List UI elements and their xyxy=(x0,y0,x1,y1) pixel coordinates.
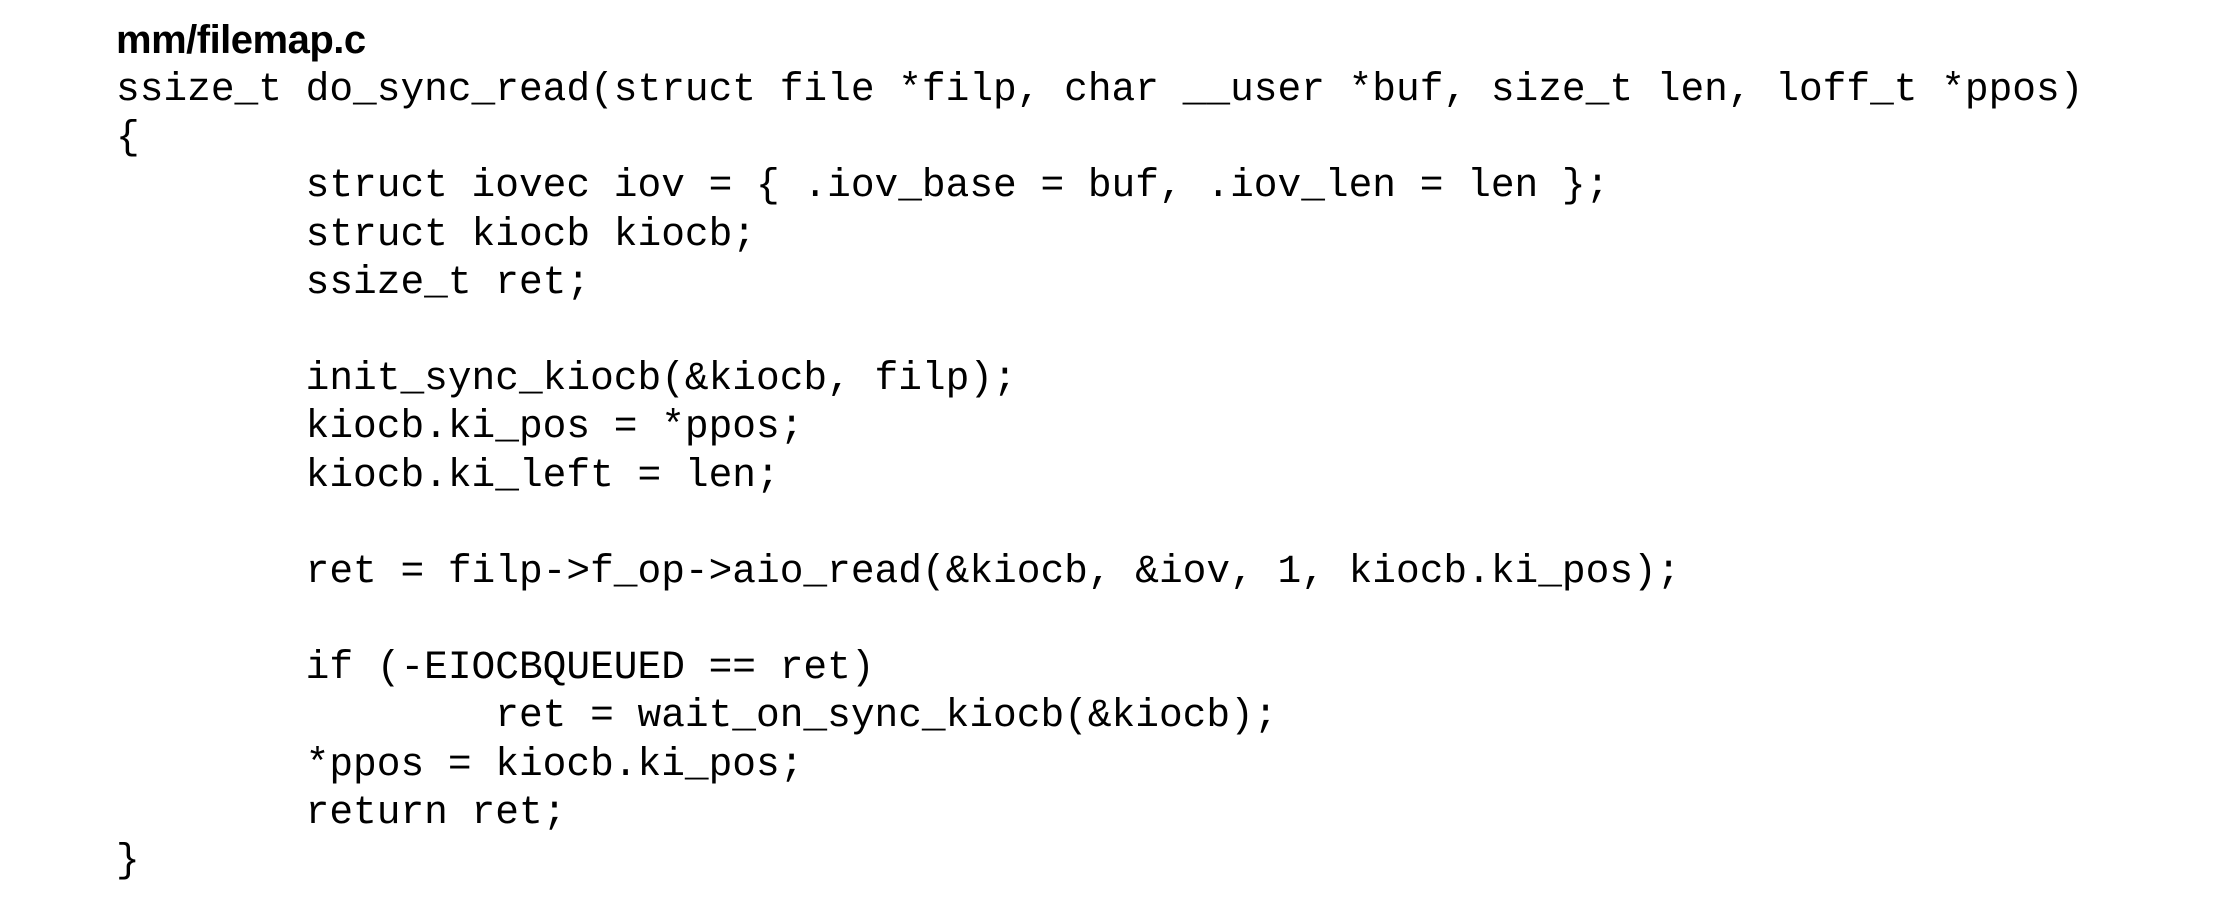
document: mm/filemap.c ssize_t do_sync_read(struct… xyxy=(116,14,2226,885)
code-line: } xyxy=(116,838,140,883)
code-line: init_sync_kiocb(&kiocb, filp); xyxy=(116,356,1017,402)
code-line: return ret; xyxy=(116,789,567,835)
code-line: *ppos = kiocb.ki_pos; xyxy=(116,741,804,787)
code-line: ret = filp->f_op->aio_read(&kiocb, &iov,… xyxy=(116,548,1681,594)
file-path-title: mm/filemap.c xyxy=(116,18,366,62)
code-line: kiocb.ki_left = len; xyxy=(116,452,780,498)
code-line: ssize_t do_sync_read(struct file *filp, … xyxy=(116,67,2084,112)
code-line xyxy=(116,307,2226,355)
code-line: kiocb.ki_pos = *ppos; xyxy=(116,404,804,450)
code-line: { xyxy=(116,115,140,161)
code-line: if (-EIOCBQUEUED == ret) xyxy=(116,645,875,691)
code-line: ssize_t ret; xyxy=(116,259,591,305)
code-block: ssize_t do_sync_read(struct file *filp, … xyxy=(116,66,2226,885)
code-line: struct kiocb kiocb; xyxy=(116,211,757,257)
code-line xyxy=(116,596,2226,644)
code-line: struct iovec iov = { .iov_base = buf, .i… xyxy=(116,163,1610,209)
code-line: ret = wait_on_sync_kiocb(&kiocb); xyxy=(116,693,1278,739)
code-line xyxy=(116,500,2226,548)
